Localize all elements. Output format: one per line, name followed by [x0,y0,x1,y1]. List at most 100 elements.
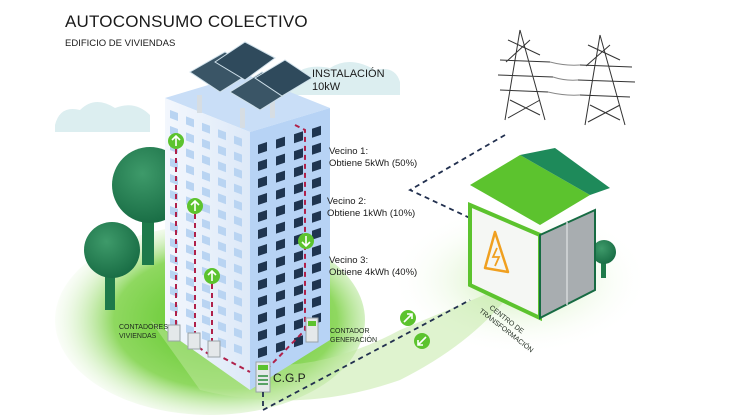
diagram-title: AUTOCONSUMO COLECTIVO [65,12,308,31]
window-side [294,335,303,348]
tree-trunk-3 [601,258,606,278]
window-front [218,129,226,141]
window-front [186,148,194,160]
window-side [276,238,285,251]
window-side [276,187,285,200]
window-side [258,244,267,256]
window-front [218,177,226,189]
window-side [276,255,285,268]
window-side [276,272,285,285]
window-front [234,279,242,291]
diagram-subtitle: EDIFICIO DE VIVIENDAS [65,38,176,49]
window-front [218,209,226,221]
flow-arrow-up-1 [168,133,184,149]
home-meters-line2: VIVIENDAS [119,333,157,340]
window-side [294,199,303,212]
window-side [312,159,321,172]
generation-meter [305,317,319,343]
cgp-label: C.G.P [273,371,306,385]
window-side [312,295,321,308]
generation-meter-label: CONTADOR GENERACIÓN [330,327,377,345]
window-side [258,210,267,222]
window-front [186,276,194,288]
window-side [294,182,303,195]
window-front [234,311,242,323]
window-side [258,312,267,324]
window-front [234,343,242,355]
window-front [202,138,210,150]
window-front [202,218,210,230]
window-side [276,306,285,319]
cgp-box [255,361,271,393]
window-side [294,250,303,263]
window-front [234,327,242,339]
window-front [218,145,226,157]
window-front [234,215,242,227]
window-side [276,289,285,302]
window-front [202,330,210,342]
flow-arrow-up-3 [204,268,220,284]
window-front [186,260,194,272]
grid-connection [262,134,506,412]
window-side [258,227,267,239]
window-side [258,142,267,154]
window-side [276,170,285,183]
window-front [202,122,210,134]
window-side [258,176,267,188]
window-front [234,263,242,275]
window-front [202,282,210,294]
tree-trunk-2 [105,265,115,310]
window-front [234,199,242,211]
window-front [234,295,242,307]
neighbor-2-label: Vecino 2: Obtiene 1kWh (10%) [327,196,415,220]
window-front [218,161,226,173]
tree-crown-3 [592,240,616,264]
window-side [258,193,267,205]
tree-crown-2 [84,222,140,278]
neighbor-name: Vecino 2: [327,196,367,207]
window-side [276,323,285,336]
flow-arrow-down [298,233,314,249]
high-voltage-warning-icon [483,230,510,274]
power-pylons [497,29,636,126]
window-front [202,202,210,214]
window-front [234,247,242,259]
window-side [258,346,267,358]
generation-meter-line2: GENERACIÓN [330,337,378,344]
window-front [186,212,194,224]
window-side [276,221,285,234]
window-front [202,298,210,310]
window-front [202,250,210,262]
window-side [294,148,303,161]
installation-power: 10kW [312,81,341,93]
window-front [202,170,210,182]
window-front [234,135,242,147]
neighbor-detail: Obtiene 1kWh (10%) [327,208,416,219]
window-front [186,244,194,256]
window-side [258,159,267,171]
neighbor-detail: Obtiene 5kWh (50%) [329,158,418,169]
neighbor-name: Vecino 3: [329,255,369,266]
window-front [218,289,226,301]
solar-panels [189,41,313,128]
window-side [258,278,267,290]
window-side [294,318,303,331]
neighbor-name: Vecino 1: [329,146,369,157]
window-front [234,151,242,163]
window-side [276,153,285,166]
installation-label: INSTALACIÓN 10kW [312,68,385,94]
window-side [312,227,321,240]
window-side [312,210,321,223]
flow-arrow-up-2 [187,198,203,214]
window-side [312,278,321,291]
window-side [258,329,267,341]
window-side [312,176,321,189]
window-front [218,193,226,205]
window-front [218,257,226,269]
window-side [276,340,285,353]
window-side [294,301,303,314]
window-front [170,110,178,121]
flow-arrow-export [400,310,416,326]
window-front [218,273,226,285]
